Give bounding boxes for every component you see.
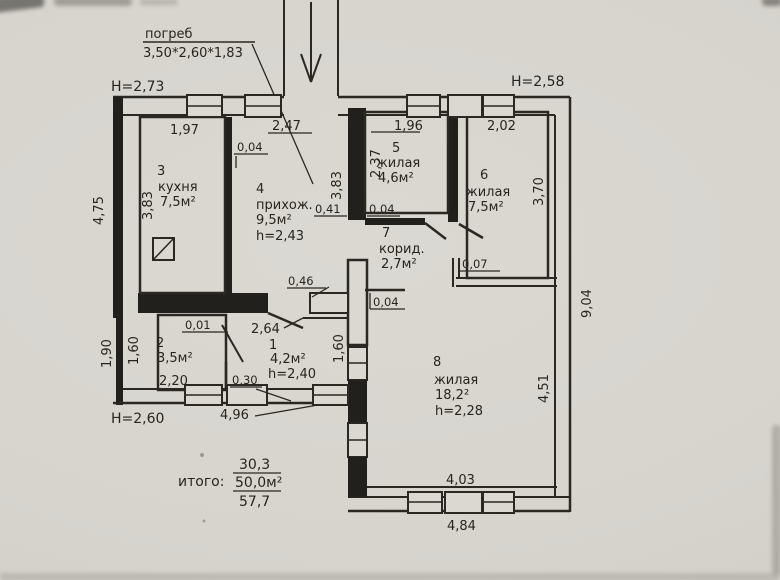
room-3-number: 3 <box>157 164 165 179</box>
room-8-number: 8 <box>433 355 441 370</box>
room-4-area: 9,5м² <box>256 213 292 228</box>
dim-top-4: 2,02 <box>487 119 516 134</box>
dim-top-1: 1,97 <box>170 123 199 138</box>
room-1-area: 4,2м² <box>270 352 306 367</box>
height-top-right: Н=2,58 <box>511 74 564 90</box>
window-bottom-left-2 <box>226 384 268 406</box>
room-3-area: 7,5м² <box>160 195 196 210</box>
wall-hall-room12 <box>138 293 268 313</box>
windows <box>184 94 515 514</box>
labels: погреб 3,50*2,60*1,83 Н=2,73 Н=2,58 Н=2,… <box>92 27 595 534</box>
dim-046: 0,46 <box>288 274 314 288</box>
window-top-4 <box>447 94 483 118</box>
dim-room1-right: 1,60 <box>332 334 347 363</box>
cellar-label: погреб <box>145 27 193 42</box>
room-4-number: 4 <box>256 182 264 197</box>
dim-030: 0,30 <box>232 373 258 387</box>
dim-kitchen-left: 3,83 <box>141 191 156 220</box>
dimension-lines <box>182 131 500 492</box>
room-3-name: кухня <box>158 180 198 195</box>
room-5-name: жилая <box>376 156 420 171</box>
dim-hall-right: 3,83 <box>330 171 345 200</box>
room-3-outline <box>138 115 227 295</box>
door-swing-room5 <box>424 222 447 240</box>
dim-room8-right: 4,51 <box>537 374 552 403</box>
room-6-name: жилая <box>466 185 510 200</box>
dim-top-2: 2,47 <box>272 119 301 134</box>
room-4-height: h=2,43 <box>256 229 304 244</box>
room-8-name: жилая <box>434 373 478 388</box>
room-1-height: h=2,40 <box>268 367 316 382</box>
door-swing-hall-room1 <box>267 311 304 330</box>
room-8-area: 18,2² <box>435 388 469 403</box>
room-8-height: h=2,28 <box>435 404 483 419</box>
room-6-area: 7,5м² <box>468 200 504 215</box>
scan-speck <box>202 519 206 523</box>
total-overall: 57,7 <box>239 494 270 510</box>
door-swing-room6 <box>458 222 484 240</box>
dim-264: 2,64 <box>251 322 280 337</box>
dim-outer-bottom: 4,84 <box>447 519 476 534</box>
cellar-size: 3,50*2,60*1,83 <box>143 46 243 61</box>
dim-outer-left-upper: 4,75 <box>92 196 107 225</box>
dim-001: 0,01 <box>185 318 211 332</box>
dim-room8-bottom: 4,03 <box>446 473 475 488</box>
stove-icon <box>152 237 175 261</box>
stove-ledge <box>309 292 349 314</box>
room-2-number: 2 <box>156 336 164 351</box>
dim-room5-left: 2,37 <box>369 149 384 178</box>
room-1-number: 1 <box>269 338 277 353</box>
dim-room6-right: 3,70 <box>532 177 547 206</box>
wall-room5-corridor <box>365 218 425 225</box>
dim-220: 2,20 <box>159 374 188 389</box>
scan-speck <box>200 453 204 457</box>
height-bottom-left: Н=2,60 <box>111 411 164 427</box>
total-label: итого: <box>178 474 224 490</box>
dim-007: 0,07 <box>462 257 488 271</box>
room-6-number: 6 <box>480 168 488 183</box>
room-7-name: корид. <box>379 242 425 257</box>
dim-top-3: 1,96 <box>394 119 423 134</box>
dim-outer-right: 9,04 <box>580 289 595 318</box>
entrance-arrow-icon <box>300 2 322 83</box>
chimney-block <box>346 258 369 347</box>
dim-bottom-left: 4,96 <box>220 408 249 423</box>
room-4-name: прихож. <box>256 198 313 213</box>
room-7-number: 7 <box>382 226 390 241</box>
dim-wall-004-c: 0,04 <box>373 295 399 309</box>
room-5-area: 4,6м² <box>378 171 414 186</box>
dim-room2-left: 1,60 <box>127 336 142 365</box>
total-area: 50,0м² <box>235 475 282 491</box>
window-room8-2 <box>444 491 483 514</box>
height-top-left: Н=2,73 <box>111 79 164 95</box>
dim-wall-004-a: 0,04 <box>237 140 263 154</box>
room-7-area: 2,7м² <box>381 257 417 272</box>
walls <box>113 0 572 513</box>
room-2-area: 3,5м² <box>157 351 193 366</box>
dim-outer-left-lower: 1,90 <box>100 339 115 368</box>
dim-wall-004-b: 0,04 <box>369 202 395 216</box>
wall-hall-room5 <box>348 108 366 220</box>
wall-room5-room6 <box>448 108 458 222</box>
dim-041: 0,41 <box>315 202 341 216</box>
room-5-number: 5 <box>392 141 400 156</box>
total-living-area: 30,3 <box>239 457 270 473</box>
wall-kitchen-hall <box>225 117 232 293</box>
